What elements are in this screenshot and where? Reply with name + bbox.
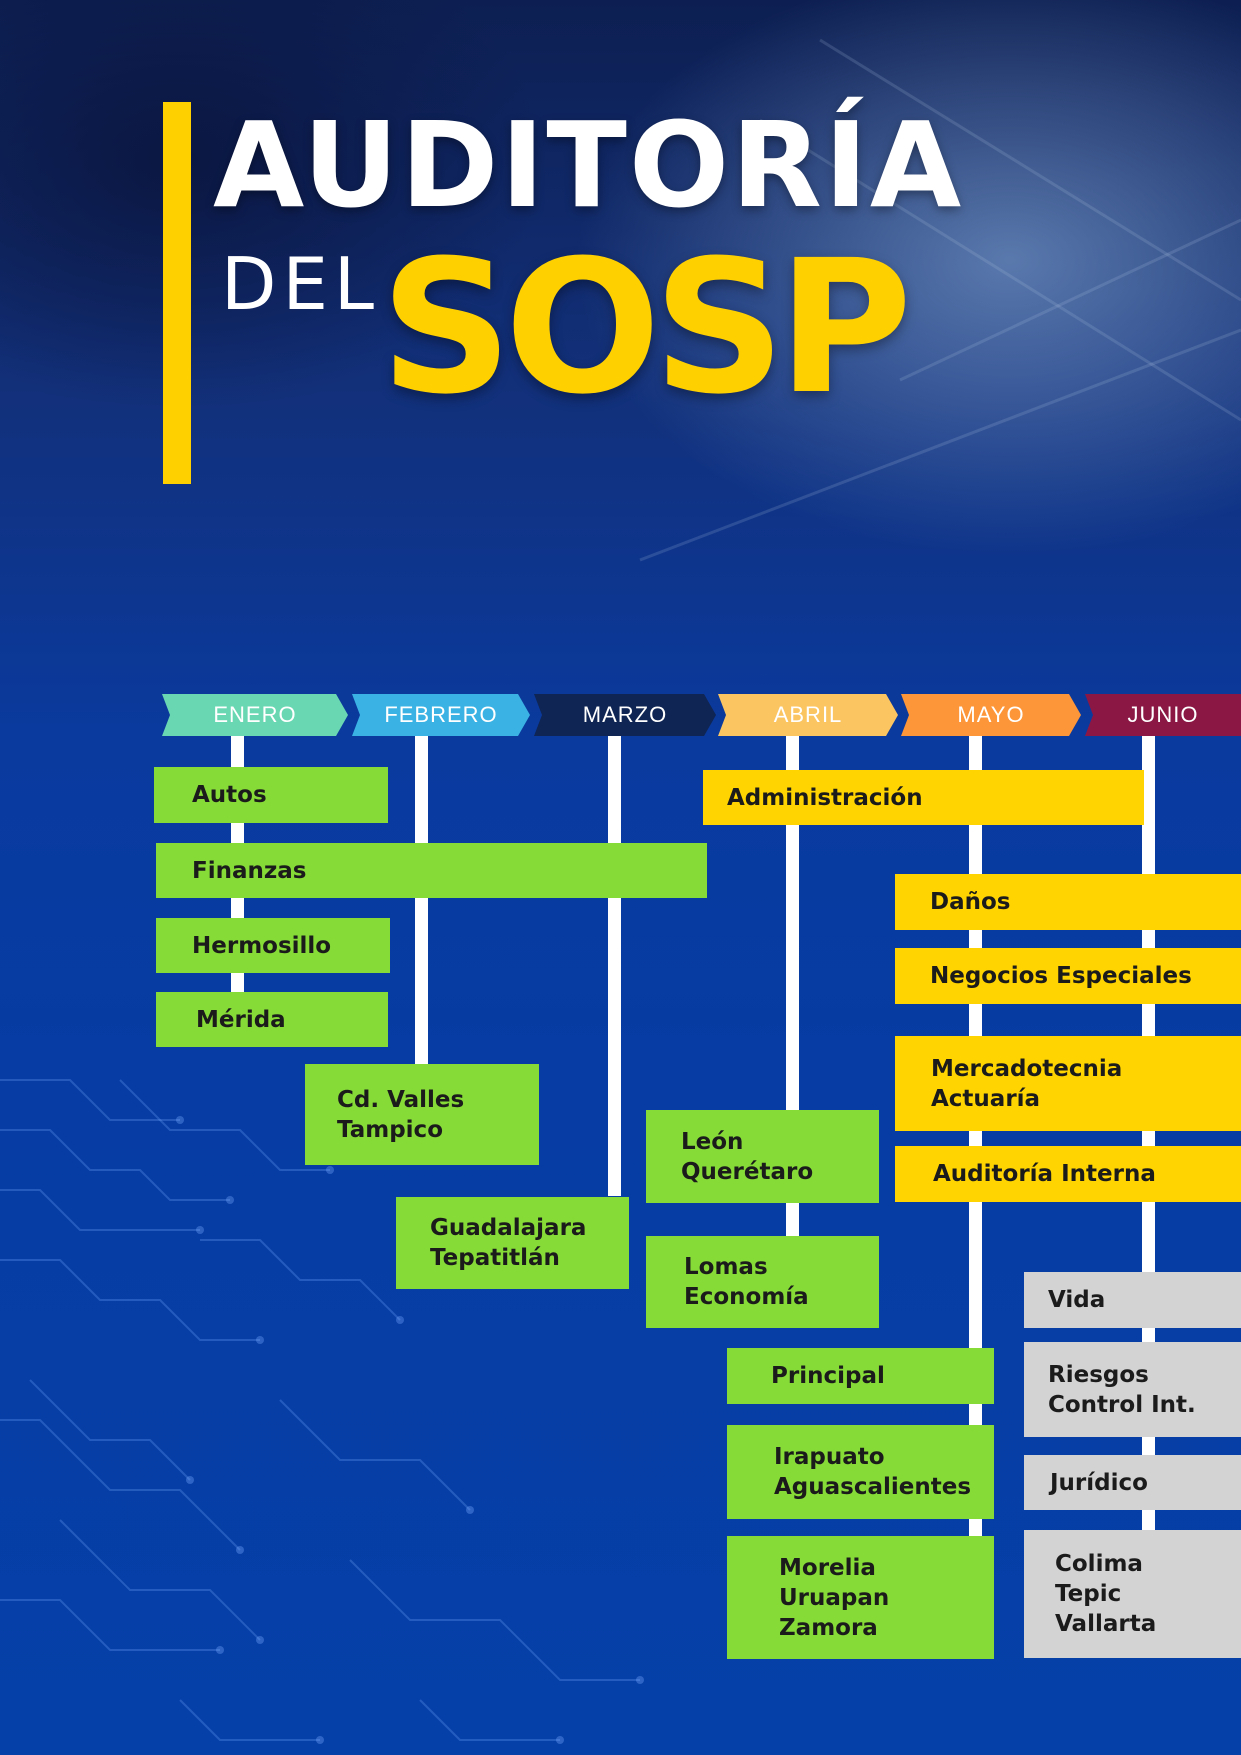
area-administracion: Administración: [703, 770, 1144, 825]
area-guadalajara-tepatitlan: Guadalajara Tepatitlán: [396, 1197, 629, 1289]
month-mayo: MAYO: [901, 694, 1081, 736]
month-abril: ABRIL: [718, 694, 898, 736]
area-valles-tampico: Cd. Valles Tampico: [305, 1064, 539, 1165]
area-merida: Mérida: [156, 992, 388, 1047]
area-juridico: Jurídico: [1024, 1455, 1241, 1510]
area-riesgos-control: Riesgos Control Int.: [1024, 1342, 1241, 1437]
area-finanzas: Finanzas: [156, 843, 707, 898]
area-mercadotecnia-actuaria: Mercadotecnia Actuaría: [895, 1036, 1241, 1131]
area-negocios-especiales: Negocios Especiales: [895, 948, 1241, 1004]
month-marzo: MARZO: [534, 694, 716, 736]
area-principal: Principal: [727, 1348, 994, 1404]
area-lomas-economia: Lomas Economía: [646, 1236, 879, 1328]
area-irapuato-aguascalientes: Irapuato Aguascalientes: [727, 1425, 994, 1519]
area-danos: Daños: [895, 874, 1241, 930]
month-enero: ENERO: [162, 694, 348, 736]
month-febrero: FEBRERO: [352, 694, 530, 736]
timeline-line-febrero: [415, 736, 428, 1066]
area-morelia-uruapan-zamora: Morelia Uruapan Zamora: [727, 1536, 994, 1659]
area-auditoria-interna: Auditoría Interna: [895, 1146, 1241, 1202]
area-vida: Vida: [1024, 1272, 1241, 1328]
title-sosp: SOSP: [380, 221, 912, 435]
area-hermosillo: Hermosillo: [156, 918, 390, 973]
timeline-line-mayo: [969, 736, 982, 1536]
area-colima-tepic-vallarta: Colima Tepic Vallarta: [1024, 1530, 1241, 1658]
area-autos: Autos: [154, 767, 388, 823]
area-leon-queretaro: León Querétaro: [646, 1110, 879, 1203]
title-auditoria: AUDITORÍA: [213, 96, 964, 234]
title-del: DEL: [221, 242, 381, 326]
timeline-line-marzo: [608, 736, 621, 1196]
title-accent-bar: [163, 102, 191, 484]
month-junio: JUNIO: [1085, 694, 1241, 736]
